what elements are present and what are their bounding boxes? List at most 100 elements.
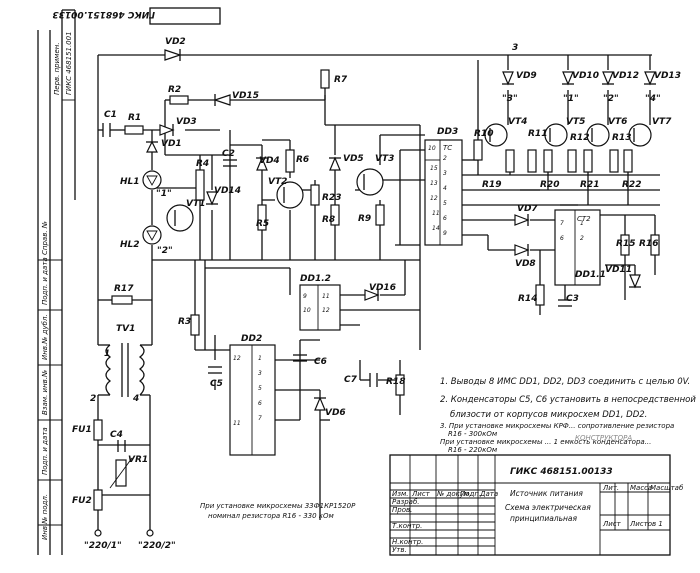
svg-text:5: 5	[258, 385, 262, 392]
strip-label-5: Подп. и дата	[41, 257, 49, 305]
terminal-hl2-pin: "2"	[157, 246, 173, 256]
label-c4: C4	[110, 430, 123, 440]
transistor-vt1	[166, 204, 194, 232]
svg-text:6: 6	[443, 215, 447, 222]
note-7: R16 - 220кОм	[448, 446, 498, 454]
fuse-fu1	[93, 419, 103, 441]
fuse-fu2	[93, 489, 103, 511]
label-vd7: VD7	[517, 204, 538, 214]
label-vd3: VD3	[176, 117, 197, 127]
diode-vd13	[644, 71, 656, 86]
label-vd6: VD6	[325, 408, 346, 418]
main-wiring	[97, 54, 660, 530]
terminal-3: 3	[512, 43, 518, 53]
title-tkontr: Т.контр.	[392, 522, 422, 530]
terminal-p4: "4"	[645, 94, 661, 104]
label-vd15: VD15	[232, 91, 259, 101]
title-izm: Изм.	[392, 490, 408, 498]
strip-label-1: Инв.№ подл.	[41, 494, 49, 540]
terminal-hl1-pin: "1"	[156, 189, 172, 199]
resistor-r20	[543, 149, 553, 173]
svg-text:3: 3	[258, 370, 262, 377]
svg-text:10: 10	[428, 145, 436, 152]
diode-vd7	[514, 214, 530, 226]
svg-text:12: 12	[233, 355, 241, 362]
label-tc: ТС	[443, 144, 452, 152]
label-r1: R1	[128, 113, 141, 123]
strip-label-2: Подп. и дата	[41, 427, 49, 475]
diode-vd10	[562, 71, 574, 86]
title-list: Лист	[411, 490, 431, 498]
diodes	[146, 49, 656, 411]
label-r18: R18	[386, 377, 405, 387]
terminal-1: 1	[104, 349, 110, 359]
resistor-r11	[527, 149, 537, 173]
resistor-r10	[473, 139, 483, 161]
terminal-p2: "2"	[603, 94, 619, 104]
label-vt4: VT4	[508, 117, 527, 127]
svg-text:7: 7	[560, 220, 564, 227]
terminal-220-1: "220/1"	[84, 541, 122, 551]
label-ct2: СТ2	[577, 215, 591, 223]
note-2: 2. Конденсаторы С5, С6 установить в непо…	[440, 395, 696, 405]
svg-text:13: 13	[430, 180, 438, 187]
label-r13: R13	[612, 133, 631, 143]
title-sheets: Листов 1	[629, 520, 663, 528]
label-vd8: VD8	[515, 259, 536, 269]
label-vd9: VD9	[516, 71, 537, 81]
label-r9: R9	[358, 214, 371, 224]
diode-vd9	[502, 71, 514, 86]
svg-text:9: 9	[443, 230, 447, 237]
label-c2: C2	[222, 149, 235, 159]
diode-vd3	[159, 124, 175, 136]
label-fu2: FU2	[72, 496, 92, 506]
svg-text:2: 2	[443, 155, 447, 162]
diode-vd2	[164, 49, 182, 61]
label-r8: R8	[322, 215, 335, 225]
label-vt3: VT3	[375, 154, 394, 164]
svg-text:12: 12	[430, 195, 438, 202]
terminal-2: 2	[90, 394, 96, 404]
ic-dd1-1	[554, 209, 601, 286]
label-c6: C6	[314, 357, 327, 367]
title-prov: Пров.	[392, 506, 412, 514]
resistor-r6	[285, 149, 295, 173]
title-scale: Масштаб	[650, 484, 684, 492]
diode-vd11	[629, 274, 641, 289]
diode-vd5	[329, 156, 341, 171]
label-vd13: VD13	[654, 71, 681, 81]
resistor-r19	[505, 149, 515, 173]
terminal-labels: 3 "3" "1" "2" "4" "1" "2" 1 2 4 "220/1" …	[84, 43, 661, 551]
resistor-r3	[190, 314, 200, 336]
note-4: 3. При установке микросхемы КРФ... сопро…	[440, 422, 674, 430]
ic-dd2	[229, 344, 276, 456]
label-hl2: HL2	[120, 240, 140, 250]
ic-dd1-2	[299, 284, 341, 331]
resistor-r15	[620, 234, 630, 256]
label-c3: C3	[566, 294, 579, 304]
svg-text:2: 2	[580, 235, 584, 242]
led-hl1	[142, 170, 162, 190]
transformer-tv1	[105, 343, 145, 397]
label-r15: R15	[616, 239, 635, 249]
label-r6: R6	[296, 155, 309, 165]
resistor-r4	[195, 169, 205, 201]
resistor-r22	[623, 149, 633, 173]
label-c5: C5	[210, 379, 223, 389]
title-name-2: Схема электрическая	[505, 503, 591, 512]
title-nkontr: Н.контр.	[392, 538, 423, 546]
strip-label-4: Инв.№ дубл.	[41, 314, 49, 360]
resistor-r12	[567, 149, 577, 173]
resistors	[93, 69, 660, 511]
label-vd1: VD1	[161, 139, 182, 149]
bottom-note-1: При установке микросхемы 33Ф1КР1520Р	[200, 502, 356, 510]
label-vt7: VT7	[652, 117, 672, 127]
top-doc-code: ГИКС 468151.00133	[52, 9, 155, 19]
resistor-r21	[583, 149, 593, 173]
label-r17: R17	[114, 284, 134, 294]
input-terminal-2	[146, 529, 154, 537]
bottom-note-2: номинал резистора R16 - 330 кОм	[208, 512, 335, 520]
svg-text:11: 11	[432, 210, 440, 217]
label-vd2: VD2	[165, 37, 186, 47]
strip-perv-primen: Перв. примен.	[53, 42, 61, 95]
